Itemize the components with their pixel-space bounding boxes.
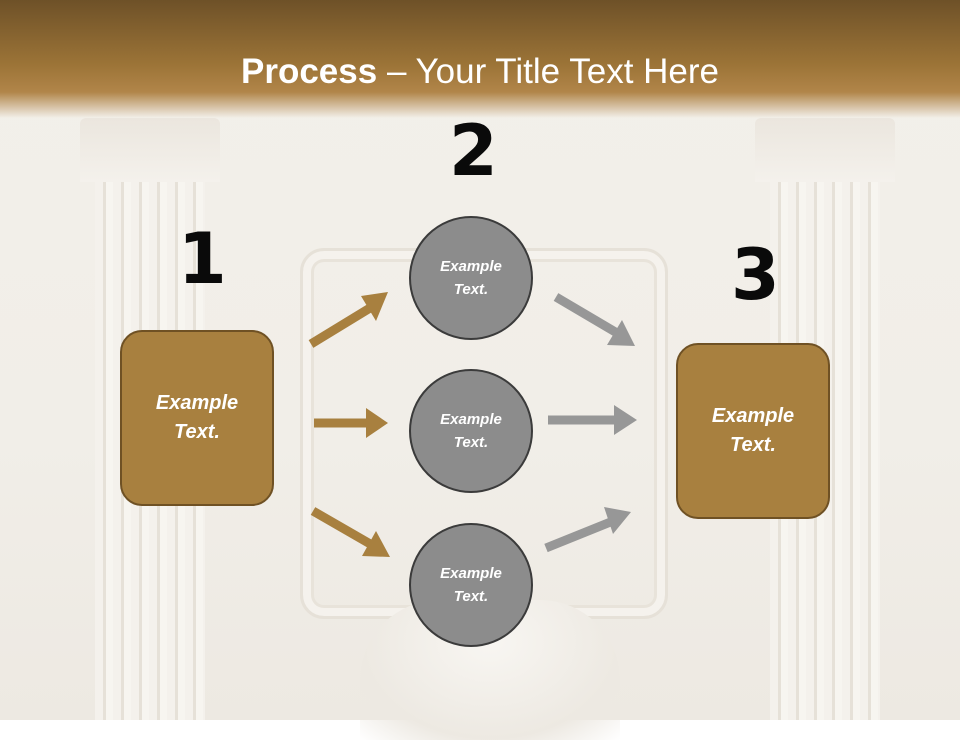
step-1-label: Example Text. [155,392,239,443]
step-number-2: 2 [449,110,498,192]
header-band [0,0,960,118]
circle-top: Example Text. [409,216,533,340]
arrow-1-to-bottom [310,507,390,557]
arrow-1-to-top [308,292,388,348]
step-1-box: Example Text. [120,330,274,506]
arrow-top-to-3 [553,293,635,346]
circle-top-label: Example Text. [440,258,502,298]
step-number-3: 3 [731,234,780,316]
circle-middle-label: Example Text. [440,411,502,451]
arrow-bottom-to-3 [544,507,631,553]
step-3-box: Example Text. [676,343,830,519]
title-bold: Process [241,52,378,91]
circle-bottom: Example Text. [409,523,533,647]
circle-bottom-label: Example Text. [440,565,502,605]
circle-middle: Example Text. [409,369,533,493]
slide-title: Process – Your Title Text Here [0,52,960,92]
arrows-layer [308,292,637,557]
arrow-middle-to-3 [548,405,637,435]
step-3-label: Example Text. [711,405,795,456]
step-number-1: 1 [178,218,227,300]
arrow-1-to-middle [314,408,388,438]
title-rest: – Your Title Text Here [377,52,719,91]
